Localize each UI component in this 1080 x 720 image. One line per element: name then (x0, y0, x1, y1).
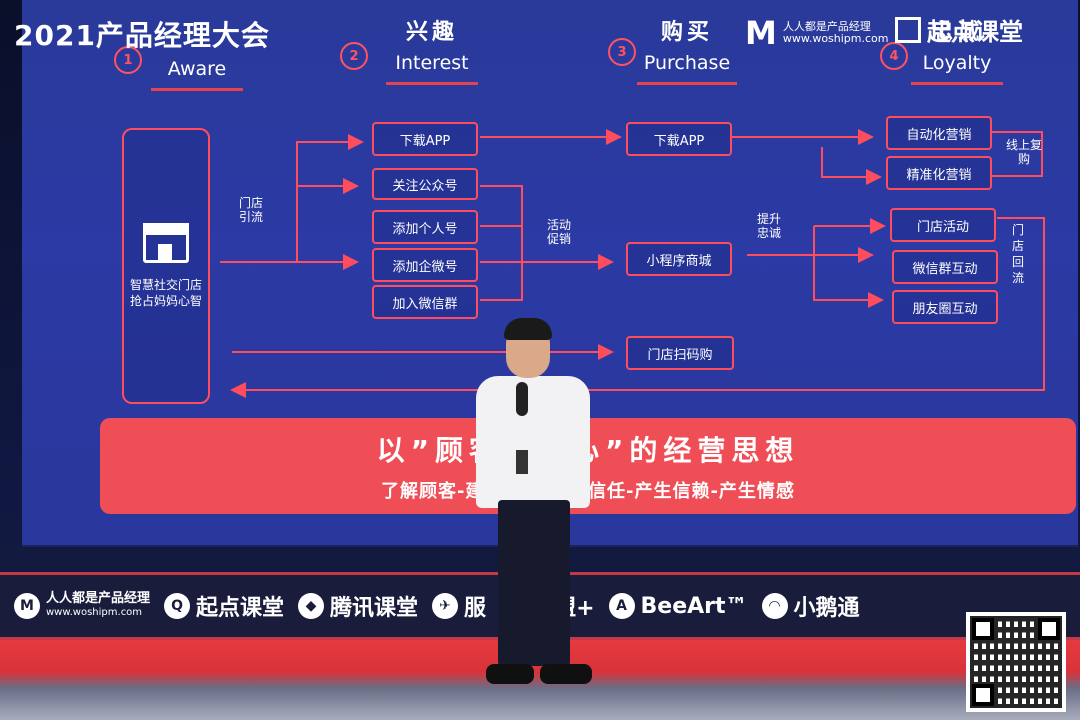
woshipm-logo: M 人人都是产品经理 www.woshipm.com (745, 14, 889, 52)
event-title: 2021产品经理大会 (14, 19, 270, 52)
stage-number-2: 2 (340, 42, 368, 70)
interest-download-app: 下载APP (372, 122, 478, 156)
stage-interest-en: Interest (395, 52, 469, 74)
stage-purchase: 购买 Purchase (622, 14, 752, 85)
qr-code-icon (966, 612, 1066, 712)
sponsor-qidian: Q 起点课堂 (164, 590, 284, 622)
stage-purchase-cn: 购买 (660, 20, 713, 45)
stage-purchase-en: Purchase (643, 52, 731, 74)
sponsor-tencent-name: 腾讯课堂 (330, 596, 419, 621)
stage-purchase-underline (637, 82, 737, 85)
sponsor-xiaoetong: ◠ 小鹅通 (761, 590, 860, 622)
stage-number-1: 1 (114, 46, 142, 74)
sponsor-beeart: A BeeArt™ (608, 593, 748, 619)
woshipm-url: www.woshipm.com (782, 32, 889, 45)
speaker-left-shoe (486, 664, 534, 684)
stage-aware-en: Aware (167, 58, 227, 80)
stage-loyalty: 忠诚 Loyalty (892, 14, 1022, 85)
loyalty-wechat-group-interaction: 微信群互动 (892, 250, 998, 284)
stage-interest: 兴趣 Interest (367, 14, 497, 85)
sponsor-woshipm: M 人人都是产品经理 www.woshipm.com (14, 592, 150, 620)
qidian-logo: 起点课堂 (895, 12, 1023, 47)
loyalty-moments-interaction: 朋友圈互动 (892, 290, 998, 324)
sponsor-woshipm-url: www.woshipm.com (46, 607, 143, 618)
sponsor-tencent: ◆ 腾讯课堂 (298, 590, 418, 622)
stage-loyalty-cn: 忠诚 (930, 20, 983, 45)
stage-interest-cn: 兴趣 (405, 20, 458, 45)
stage-interest-underline (386, 82, 478, 85)
sponsor-qidian-name: 起点课堂 (196, 596, 285, 621)
speaker-right-shoe (540, 664, 592, 684)
sponsor-qidian-icon: Q (164, 593, 191, 619)
qidian-mark-icon (895, 16, 921, 43)
woshipm-name: 人人都是产品经理 (782, 20, 871, 33)
sponsor-woshipm-icon: M (14, 593, 40, 619)
store-return-label: 门店回流 (1011, 223, 1024, 285)
raise-loyalty-label: 提升忠诚 (756, 212, 781, 240)
interest-join-wechat-group: 加入微信群 (372, 285, 478, 319)
smart-store-label: 智慧社交门店抢占妈妈心智 (130, 278, 203, 308)
stage-loyalty-en: Loyalty (922, 52, 992, 74)
sponsor-service-icon: ✈ (432, 593, 459, 619)
stage-loyalty-underline (911, 82, 1003, 85)
speaker-shirt (476, 376, 590, 508)
sponsor-service: ✈ 服 (432, 590, 486, 622)
interest-add-personal: 添加个人号 (372, 210, 478, 244)
loyalty-store-activity: 门店活动 (890, 208, 996, 242)
online-rebuy-label: 线上复购 (1006, 138, 1043, 166)
stage-aware: Aware (132, 38, 262, 91)
interest-follow-official-account: 关注公众号 (372, 168, 478, 200)
loyalty-precise-marketing: 精准化营销 (886, 156, 992, 190)
sponsor-xiaoetong-name: 小鹅通 (793, 596, 860, 621)
woshipm-mark: M (745, 14, 777, 52)
smart-store-box: 智慧社交门店抢占妈妈心智 (122, 128, 210, 404)
speaker-hair (504, 318, 552, 340)
sponsor-beeart-icon: A (608, 593, 635, 619)
sponsor-service-name: 服 (464, 596, 487, 621)
interest-add-wecom: 添加企微号 (372, 248, 478, 282)
qidian-name: 起点课堂 (927, 18, 1023, 46)
sponsor-woshipm-name: 人人都是产品经理 (46, 591, 151, 606)
sponsor-xiaoetong-icon: ◠ (761, 593, 788, 619)
purchase-store-scan: 门店扫码购 (626, 336, 734, 370)
stage-aware-underline (151, 88, 243, 91)
sponsor-beeart-name: BeeArt™ (640, 593, 748, 619)
storefront-icon (143, 223, 189, 263)
loyalty-auto-marketing: 自动化营销 (886, 116, 992, 150)
name-badge (516, 450, 528, 474)
stage-number-3: 3 (608, 38, 636, 66)
sponsor-tencent-icon: ◆ (298, 593, 325, 619)
stage-number-4: 4 (880, 42, 908, 70)
activity-promo-label: 活动促销 (546, 218, 571, 246)
speaker-pants (498, 500, 570, 666)
purchase-download-app: 下载APP (626, 122, 732, 156)
store-drive-label: 门店引流 (238, 196, 263, 224)
speaker (468, 318, 598, 690)
purchase-mini-program: 小程序商城 (626, 242, 732, 276)
microphone-icon (516, 382, 528, 416)
